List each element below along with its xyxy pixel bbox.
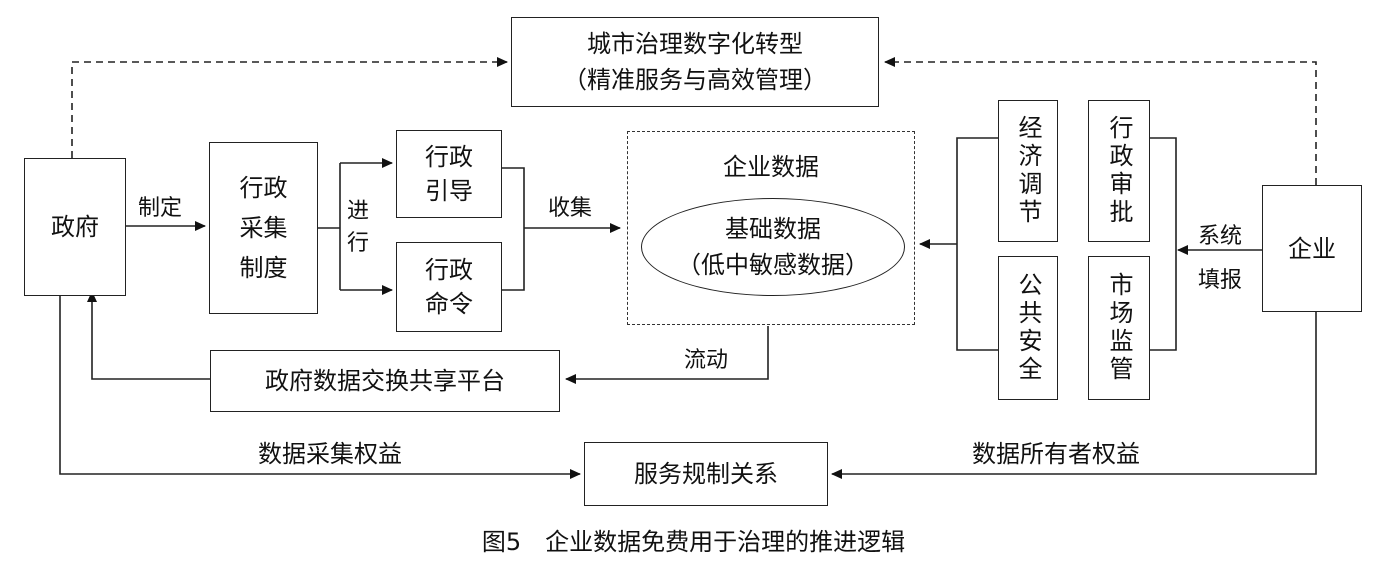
city-governance-subtitle: （精准服务与高效管理） xyxy=(563,66,827,94)
box-exchange-platform: 政府数据交换共享平台 xyxy=(210,350,560,412)
admin-order-label: 行政 命令 xyxy=(425,256,473,318)
figure-caption: 图5 企业数据免费用于治理的推进逻辑 xyxy=(481,528,906,556)
box-enterprise: 企业 xyxy=(1262,185,1362,312)
box-economic-regulation: 经济调节 xyxy=(998,100,1058,242)
label-flow: 流动 xyxy=(684,348,729,373)
label-collection-rights: 数据采集权益 xyxy=(258,440,402,468)
admin-approval-label: 行政审批 xyxy=(1105,115,1133,227)
service-relation-label: 服务规制关系 xyxy=(634,460,778,488)
economic-regulation-label: 经济调节 xyxy=(1014,115,1042,227)
box-government: 政府 xyxy=(24,158,126,296)
dashed-gov-to-top xyxy=(71,57,508,158)
box-public-safety: 公共安全 xyxy=(998,256,1058,400)
public-safety-label: 公共安全 xyxy=(1014,272,1042,384)
box-admin-order: 行政 命令 xyxy=(396,242,502,332)
label-owner-rights: 数据所有者权益 xyxy=(972,440,1140,468)
admin-guidance-label: 行政 引导 xyxy=(425,143,473,205)
box-service-relation: 服务规制关系 xyxy=(584,442,828,506)
edge-flow xyxy=(565,326,769,384)
edge-merge-guidance xyxy=(502,167,525,291)
edge-categories-bracket-left xyxy=(956,137,998,351)
ellipse-base-data: 基础数据 （低中敏感数据） xyxy=(641,198,905,296)
edge-gov-to-service xyxy=(59,296,581,479)
exchange-platform-label: 政府数据交换共享平台 xyxy=(265,367,505,395)
label-system-report-1: 系统 xyxy=(1198,224,1243,249)
label-formulate: 制定 xyxy=(138,196,183,221)
city-governance-title: 城市治理数字化转型 xyxy=(587,30,803,58)
box-market-supervision: 市场监管 xyxy=(1088,256,1150,400)
box-city-governance: 城市治理数字化转型 （精准服务与高效管理） xyxy=(511,17,879,107)
base-data-label: 基础数据 xyxy=(725,215,821,243)
enterprise-data-title: 企业数据 xyxy=(723,153,819,181)
market-supervision-label: 市场监管 xyxy=(1105,272,1133,384)
box-admin-collection-system: 行政 采集 制度 xyxy=(209,142,318,314)
enterprise-label: 企业 xyxy=(1288,234,1336,263)
label-conduct: 进 行 xyxy=(347,199,370,256)
base-data-sublabel: （低中敏感数据） xyxy=(677,251,869,279)
label-collect: 收集 xyxy=(548,196,593,221)
edge-platform-to-gov xyxy=(87,291,210,380)
label-system-report-2: 填报 xyxy=(1198,268,1243,293)
dashed-ent-to-top xyxy=(884,57,1317,185)
box-admin-approval: 行政审批 xyxy=(1088,100,1150,242)
edge-ent-to-service xyxy=(831,312,1317,479)
government-label: 政府 xyxy=(51,213,99,241)
admin-collection-system-label: 行政 采集 制度 xyxy=(239,174,288,282)
box-admin-guidance: 行政 引导 xyxy=(396,130,502,218)
edge-categories-bracket-right xyxy=(1150,137,1177,351)
